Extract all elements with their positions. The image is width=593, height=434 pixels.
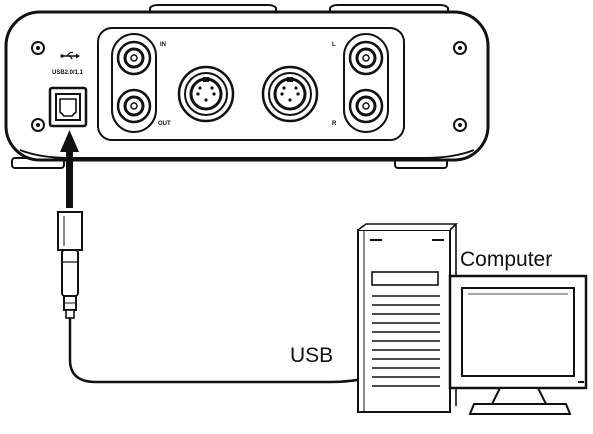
computer-label: Computer <box>460 248 552 271</box>
usb-plug <box>57 211 83 319</box>
label-right: R <box>332 121 337 127</box>
tower-vents <box>372 295 440 387</box>
usb-b-port <box>48 86 88 128</box>
midi-out-connector <box>261 65 319 123</box>
screw-icon <box>453 118 467 132</box>
rca-pair-right <box>343 33 389 133</box>
screw-icon <box>31 118 45 132</box>
usb-port-label: USB2.0/1.1 <box>52 70 84 76</box>
usb-cable <box>68 318 369 384</box>
insert-arrow <box>60 130 79 208</box>
connector-panel <box>97 27 405 141</box>
midi-in-connector <box>177 65 235 123</box>
label-in: IN <box>160 42 166 48</box>
computer-tower <box>357 223 458 413</box>
label-out: OUT <box>158 121 171 127</box>
rca-pair-left <box>111 33 157 133</box>
screw-icon <box>453 41 467 55</box>
screw-icon <box>31 41 45 55</box>
label-left: L <box>332 42 336 48</box>
computer-monitor <box>448 274 588 415</box>
usb-icon <box>60 51 80 60</box>
audio-interface: USB2.0/1.1 IN OUT <box>4 4 490 169</box>
usb-cable-label: USB <box>290 344 333 367</box>
